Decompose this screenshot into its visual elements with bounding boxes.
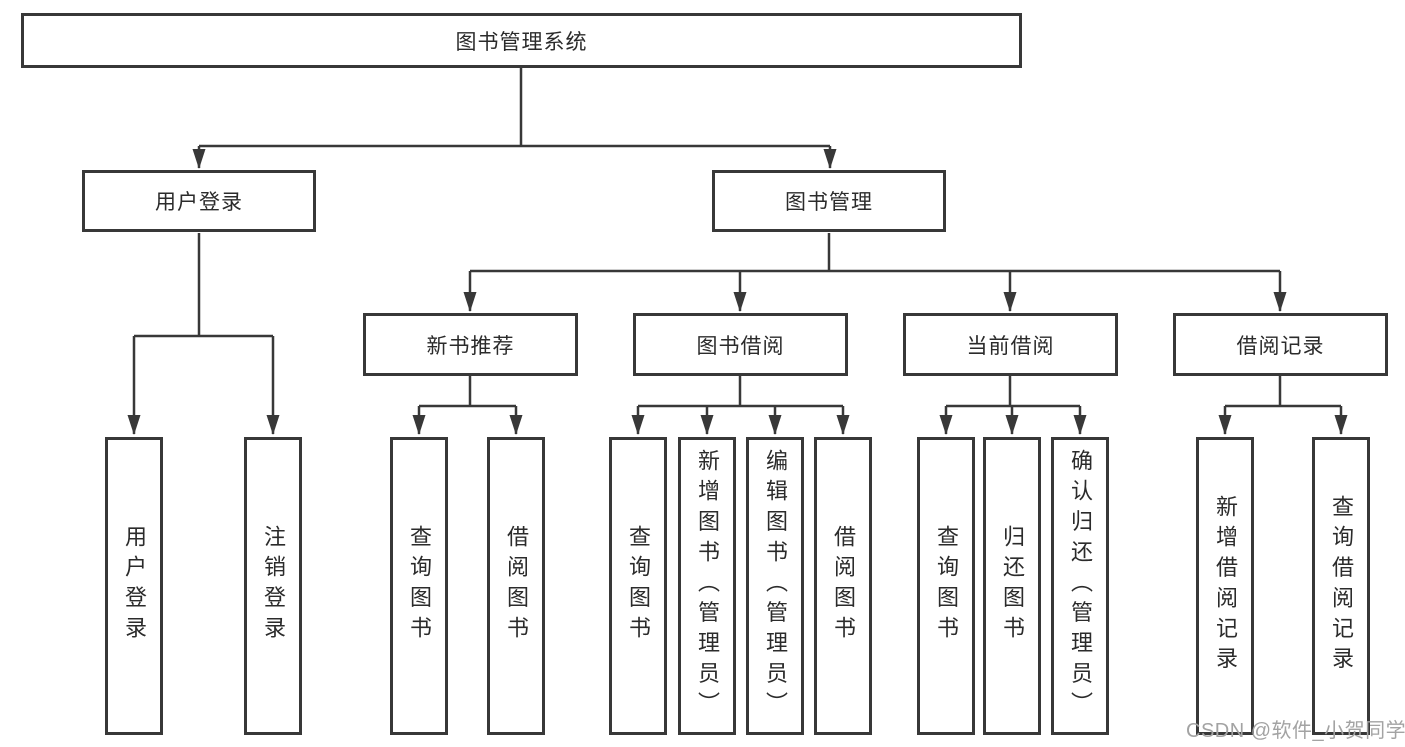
node-book-borrow: 图书借阅 bbox=[633, 313, 848, 376]
node-leaf-query-borrow-record-label: 查询借阅记录 bbox=[1329, 494, 1354, 678]
node-leaf-borrow-books-2: 借阅图书 bbox=[814, 437, 872, 735]
connector-user-login-bar bbox=[134, 233, 273, 338]
csdn-watermark: CSDN @软件_小贺同学 bbox=[1186, 720, 1405, 742]
node-root-label: 图书管理系统 bbox=[455, 30, 588, 54]
node-current-borrow-label: 当前借阅 bbox=[966, 334, 1055, 358]
node-leaf-query-borrow-record: 查询借阅记录 bbox=[1312, 437, 1370, 735]
connector-book-mgmt-bar bbox=[470, 233, 1280, 273]
node-leaf-add-borrow-record-label: 新增借阅记录 bbox=[1213, 494, 1238, 678]
node-leaf-return-books: 归还图书 bbox=[983, 437, 1041, 735]
connector-book-borrow-bar bbox=[638, 376, 843, 408]
node-leaf-return-books-label: 归还图书 bbox=[1000, 525, 1025, 647]
node-leaf-query-books-2: 查询图书 bbox=[609, 437, 667, 735]
node-current-borrow: 当前借阅 bbox=[903, 313, 1118, 376]
node-user-login-label: 用户登录 bbox=[155, 191, 243, 214]
node-leaf-edit-book-admin: 编辑图书（管理员） bbox=[746, 437, 804, 735]
node-leaf-logout: 注销登录 bbox=[244, 437, 302, 735]
node-leaf-query-books-2-label: 查询图书 bbox=[626, 525, 651, 647]
node-new-book-rec-label: 新书推荐 bbox=[426, 334, 515, 358]
node-leaf-edit-book-admin-label: 编辑图书（管理员） bbox=[763, 449, 788, 723]
node-leaf-add-borrow-record: 新增借阅记录 bbox=[1196, 437, 1254, 735]
node-leaf-add-book-admin: 新增图书（管理员） bbox=[678, 437, 736, 735]
node-leaf-query-books-1: 查询图书 bbox=[390, 437, 448, 735]
node-leaf-logout-label: 注销登录 bbox=[261, 525, 286, 647]
node-leaf-borrow-books-2-label: 借阅图书 bbox=[831, 525, 856, 647]
node-leaf-add-book-admin-label: 新增图书（管理员） bbox=[695, 449, 720, 723]
connector-arrows bbox=[127, 146, 1348, 435]
connector-root-bar bbox=[199, 68, 830, 148]
connector-current-borrow-bar bbox=[946, 376, 1080, 408]
node-leaf-query-books-3-label: 查询图书 bbox=[934, 525, 959, 647]
connector-borrow-record-bar bbox=[1225, 376, 1341, 408]
node-book-mgmt-label: 图书管理 bbox=[785, 191, 873, 214]
node-book-mgmt: 图书管理 bbox=[712, 170, 946, 232]
node-borrow-record-label: 借阅记录 bbox=[1236, 334, 1325, 358]
node-leaf-user-login-label: 用户登录 bbox=[122, 525, 147, 647]
node-user-login: 用户登录 bbox=[82, 170, 316, 232]
node-leaf-user-login: 用户登录 bbox=[105, 437, 163, 735]
node-book-borrow-label: 图书借阅 bbox=[696, 334, 785, 358]
node-leaf-confirm-return-admin: 确认归还（管理员） bbox=[1051, 437, 1109, 735]
node-leaf-query-books-1-label: 查询图书 bbox=[407, 525, 432, 647]
node-leaf-borrow-books-1: 借阅图书 bbox=[487, 437, 545, 735]
node-root: 图书管理系统 bbox=[21, 13, 1022, 68]
node-leaf-borrow-books-1-label: 借阅图书 bbox=[504, 525, 529, 647]
node-leaf-query-books-3: 查询图书 bbox=[917, 437, 975, 735]
node-new-book-rec: 新书推荐 bbox=[363, 313, 578, 376]
node-leaf-confirm-return-admin-label: 确认归还（管理员） bbox=[1068, 449, 1093, 723]
connector-new-book-bar bbox=[419, 376, 516, 408]
node-borrow-record: 借阅记录 bbox=[1173, 313, 1388, 376]
